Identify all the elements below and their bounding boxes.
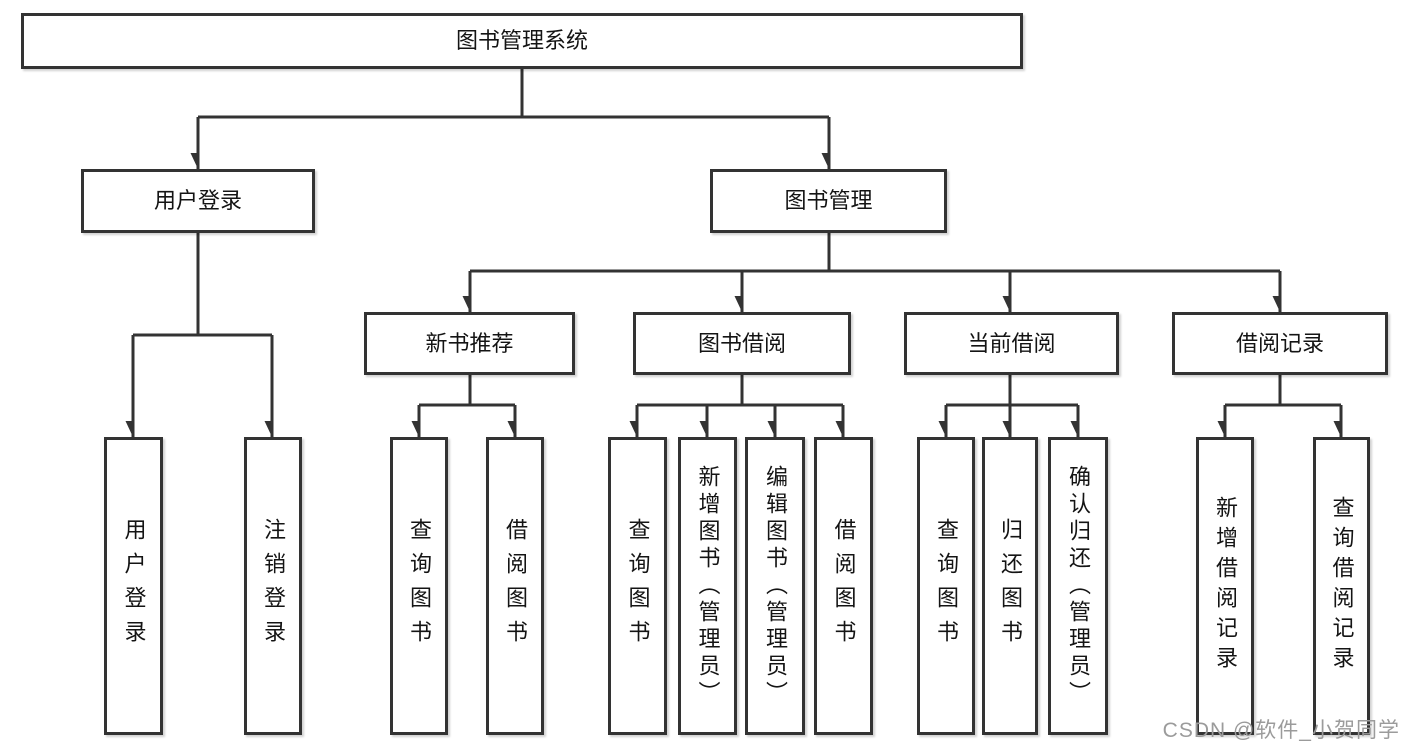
node-return-books: 归还图书 xyxy=(982,437,1038,735)
node-borrowing-records-label: 借阅记录 xyxy=(1235,330,1324,356)
node-borrowing-records: 借阅记录 xyxy=(1172,312,1388,375)
node-user-login: 用户登录 xyxy=(81,169,315,233)
node-book-borrowing: 图书借阅 xyxy=(633,312,851,375)
node-book-management-label: 图书管理 xyxy=(784,188,873,213)
node-add-books-admin: 新增图书（管理员） xyxy=(678,437,737,735)
node-new-book-recommendation-label: 新书推荐 xyxy=(425,330,514,356)
node-book-management: 图书管理 xyxy=(710,169,947,233)
node-recommend-borrow-books: 借阅图书 xyxy=(486,437,544,735)
node-user-login-action: 用户登录 xyxy=(104,437,163,735)
node-confirm-return-admin: 确认归还（管理员） xyxy=(1048,437,1108,735)
node-current-search-books-label: 查询图书 xyxy=(934,518,959,654)
node-library-system: 图书管理系统 xyxy=(21,13,1023,69)
node-add-borrow-record-label: 新增借阅记录 xyxy=(1213,496,1238,676)
node-borrow-books: 借阅图书 xyxy=(814,437,873,735)
node-logout-action-label: 注销登录 xyxy=(261,518,286,654)
node-current-borrowing-label: 当前借阅 xyxy=(967,330,1056,356)
node-new-book-recommendation: 新书推荐 xyxy=(364,312,575,375)
node-add-books-admin-label: 新增图书（管理员） xyxy=(695,464,721,708)
node-user-login-label: 用户登录 xyxy=(153,188,242,213)
node-edit-books-admin: 编辑图书（管理员） xyxy=(745,437,805,735)
node-search-borrow-record-label: 查询借阅记录 xyxy=(1329,496,1355,676)
node-book-borrowing-label: 图书借阅 xyxy=(697,330,786,356)
node-logout-action: 注销登录 xyxy=(244,437,302,735)
node-borrowing-search-books: 查询图书 xyxy=(608,437,667,735)
node-confirm-return-admin-label: 确认归还（管理员） xyxy=(1066,464,1091,708)
node-recommend-search-books-label: 查询图书 xyxy=(407,518,432,654)
node-current-search-books: 查询图书 xyxy=(917,437,975,735)
node-return-books-label: 归还图书 xyxy=(998,518,1023,654)
node-search-borrow-record: 查询借阅记录 xyxy=(1313,437,1370,735)
node-edit-books-admin-label: 编辑图书（管理员） xyxy=(763,464,788,708)
node-current-borrowing: 当前借阅 xyxy=(904,312,1119,375)
node-recommend-search-books: 查询图书 xyxy=(390,437,448,735)
watermark-text: CSDN @软件_小贺同学 xyxy=(1162,719,1400,742)
node-add-borrow-record: 新增借阅记录 xyxy=(1196,437,1254,735)
node-borrow-books-label: 借阅图书 xyxy=(831,518,857,654)
node-user-login-action-label: 用户登录 xyxy=(121,518,147,654)
node-library-system-label: 图书管理系统 xyxy=(455,28,588,53)
node-borrowing-search-books-label: 查询图书 xyxy=(625,518,651,654)
node-recommend-borrow-books-label: 借阅图书 xyxy=(503,518,528,654)
